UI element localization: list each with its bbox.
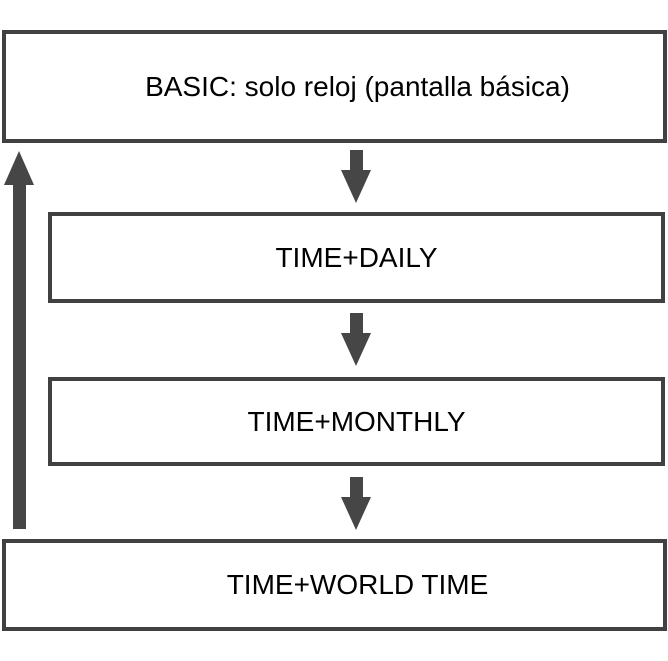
arrow-head-icon bbox=[341, 170, 371, 203]
arrow-shaft bbox=[349, 477, 363, 497]
up-return-arrow-world-to-basic bbox=[4, 151, 34, 529]
node-time-daily-label: TIME+DAILY bbox=[275, 241, 438, 273]
arrow-shaft bbox=[12, 185, 26, 529]
node-basic-label: BASIC: solo reloj (pantalla básica) bbox=[145, 70, 570, 102]
node-time-monthly-label: TIME+MONTHLY bbox=[247, 405, 466, 437]
node-time-monthly: TIME+MONTHLY bbox=[48, 377, 665, 466]
node-basic: BASIC: solo reloj (pantalla básica) bbox=[2, 30, 667, 143]
arrow-head-icon bbox=[341, 333, 371, 366]
arrow-head-icon bbox=[4, 151, 34, 185]
down-arrow-basic-to-daily bbox=[341, 150, 371, 203]
arrow-shaft bbox=[349, 313, 363, 333]
down-arrow-daily-to-monthly bbox=[341, 313, 371, 366]
arrow-shaft bbox=[349, 150, 363, 170]
down-arrow-monthly-to-world bbox=[341, 477, 371, 530]
node-time-daily: TIME+DAILY bbox=[48, 212, 665, 303]
node-time-world-time-label: TIME+WORLD TIME bbox=[226, 569, 489, 600]
arrow-head-icon bbox=[341, 497, 371, 530]
node-time-world-time: TIME+WORLD TIME bbox=[2, 539, 667, 631]
